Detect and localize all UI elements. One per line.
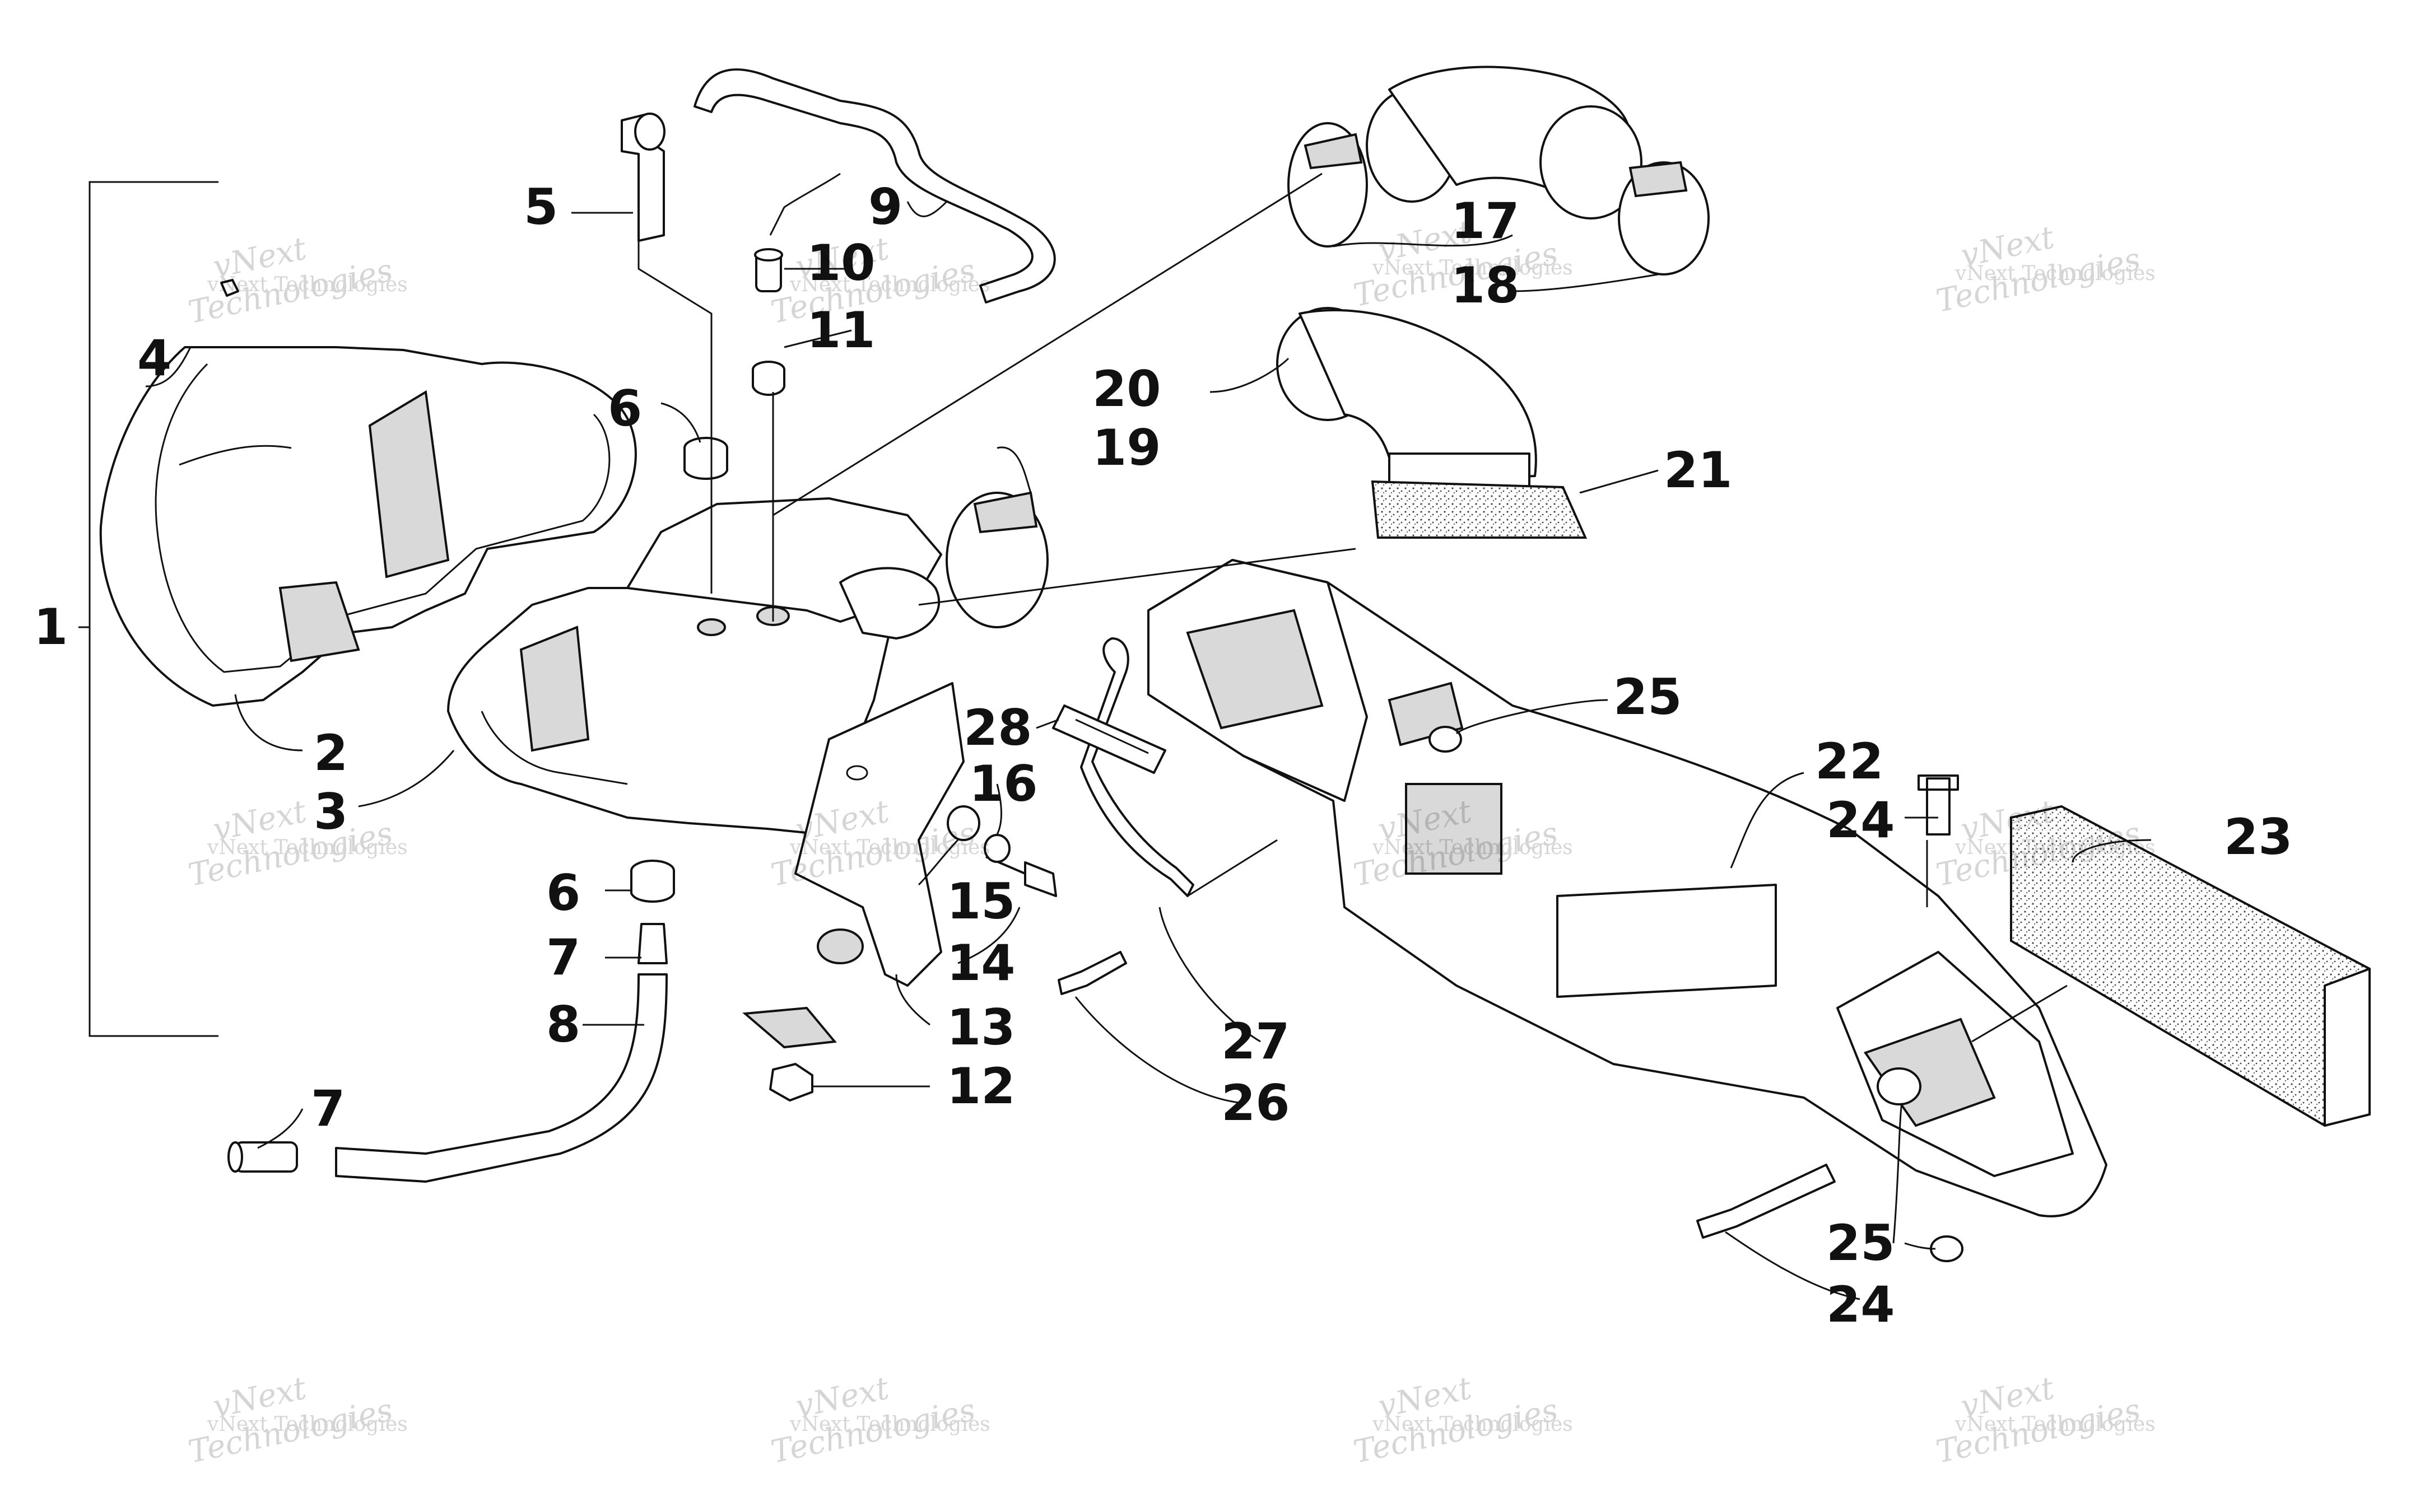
duct-elbow-17 [1366, 66, 1642, 220]
svg-text:vNext Technologies: vNext Technologies [1954, 262, 2156, 285]
bolt-24-top [1918, 774, 1959, 836]
callout-8: 8 [546, 996, 580, 1053]
callout-1: 1 [34, 598, 68, 656]
callout-labels: 1 2 3 4 5 6 6 7 7 8 9 10 11 12 13 14 15 … [34, 178, 2292, 1333]
drain-hose-8 [335, 973, 668, 1183]
screw-4 [220, 279, 239, 297]
svg-text:vNext Technologies: vNext Technologies [789, 1413, 990, 1436]
foam-21 [1371, 480, 1588, 539]
gasket-12 [742, 1006, 837, 1049]
svg-text:vNext Technologies: vNext Technologies [207, 273, 408, 296]
callout-25-bottom: 25 [1826, 1214, 1895, 1272]
bracket-13 [794, 682, 965, 987]
watermark: vNext Technologies vNext Technologies [1933, 219, 2156, 320]
watermark: vNext Technologies vNext Technologies [1933, 1370, 2156, 1471]
airbox-cover [99, 346, 637, 707]
callout-4: 4 [137, 329, 171, 387]
callout-14: 14 [947, 934, 1015, 992]
callout-17: 17 [1451, 192, 1519, 250]
leader-lines [145, 172, 2152, 1300]
callout-5: 5 [524, 178, 558, 236]
sensor-10 [754, 172, 841, 292]
callout-12: 12 [947, 1057, 1015, 1115]
callout-7-lower: 7 [311, 1080, 345, 1137]
grommet-6-bottom [630, 860, 675, 903]
callout-11: 11 [807, 301, 875, 359]
watermark: vNext Technologies vNext Technologies [185, 230, 408, 331]
washer-15 [947, 805, 980, 841]
callout-10: 10 [807, 234, 875, 292]
callout-26: 26 [1221, 1074, 1290, 1132]
svg-text:vNext Technologies: vNext Technologies [1954, 1413, 2156, 1436]
svg-text:vNext Technologies: vNext Technologies [789, 273, 990, 296]
svg-text:vNext Technologies: vNext Technologies [1372, 836, 1573, 859]
svg-text:vNext Technologies: vNext Technologies [1372, 256, 1573, 279]
callout-18: 18 [1451, 256, 1519, 314]
callout-28: 28 [964, 699, 1032, 757]
nut-12 [769, 1063, 813, 1102]
nut-25-bottom [1930, 1235, 1963, 1262]
bolt-26 [1058, 951, 1127, 995]
callout-7-upper: 7 [546, 928, 580, 986]
callout-6-top: 6 [608, 380, 642, 437]
watermark: vNext Technologies vNext Technologies [1351, 1370, 1573, 1471]
clamp-18-right [1618, 161, 1710, 276]
grommet-16 [984, 834, 1011, 863]
bolt-24-bottom [1696, 1164, 1836, 1239]
grommet-11 [752, 361, 785, 396]
foam-23 [2010, 805, 2371, 1127]
callout-3: 3 [314, 783, 348, 841]
svg-text:vNext Technologies: vNext Technologies [789, 836, 990, 859]
callout-21: 21 [1664, 441, 1732, 499]
callout-25-top: 25 [1613, 668, 1682, 726]
callout-15: 15 [947, 872, 1015, 930]
grommet-6-top [683, 437, 728, 480]
callout-20: 20 [1092, 360, 1161, 418]
callout-16: 16 [969, 755, 1037, 813]
callout-13: 13 [947, 998, 1015, 1056]
fitting-7-lower [227, 1141, 298, 1173]
svg-text:vNext Technologies: vNext Technologies [1372, 1413, 1573, 1436]
svg-text:vNext Technologies: vNext Technologies [207, 836, 408, 859]
callout-22: 22 [1815, 732, 1883, 790]
clamp-18-left [1287, 122, 1368, 248]
watermark: vNext Technologies vNext Technologies [185, 1370, 408, 1471]
watermark: vNext Technologies vNext Technologies [185, 793, 408, 894]
clamp-19 [946, 491, 1049, 628]
hose-9 [694, 68, 1056, 304]
callout-2: 2 [314, 724, 348, 782]
svg-text:vNext Technologies: vNext Technologies [207, 1413, 408, 1436]
fitting-7-upper [637, 923, 668, 964]
callout-24-top: 24 [1826, 791, 1895, 849]
callout-9: 9 [868, 178, 902, 236]
main-duct-22 [1147, 559, 2107, 1217]
callout-23: 23 [2224, 808, 2292, 866]
callout-19: 19 [1092, 419, 1161, 477]
callout-24-bottom: 24 [1826, 1276, 1895, 1333]
callout-27: 27 [1221, 1012, 1290, 1070]
duct-20 [1276, 307, 1537, 505]
callout-6-bottom: 6 [546, 864, 580, 922]
airbox-body [447, 497, 942, 836]
elbow-fitting-5 [621, 113, 666, 242]
assembly-bracket [78, 181, 218, 1037]
svg-text:vNext Technologies: vNext Technologies [1954, 836, 2156, 859]
nut-25-top [1428, 726, 1462, 753]
watermark: vNext Technologies vNext Technologies [768, 1370, 990, 1471]
